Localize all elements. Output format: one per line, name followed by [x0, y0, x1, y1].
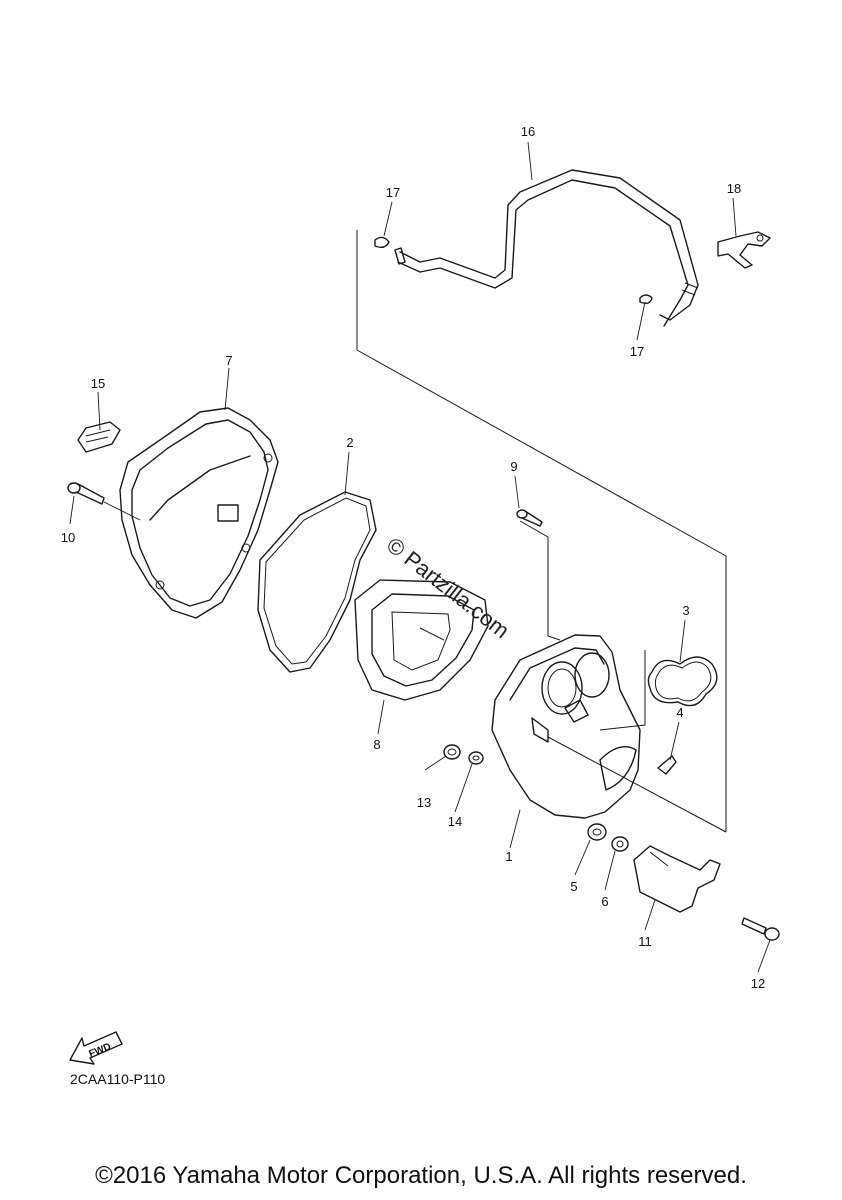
reference-frame	[356, 230, 727, 833]
label-9: 9	[510, 459, 517, 474]
label-17-upper: 17	[386, 185, 400, 200]
part-15-label[interactable]	[77, 421, 121, 453]
part-6-collar[interactable]	[611, 836, 629, 852]
label-10: 10	[61, 530, 75, 545]
part-4-clip[interactable]	[657, 755, 677, 775]
part-18-clamp[interactable]	[717, 231, 771, 269]
label-4: 4	[676, 705, 683, 720]
part-2-gasket[interactable]	[257, 491, 377, 673]
part-17-clip-lower[interactable]	[639, 294, 653, 305]
label-16: 16	[521, 124, 535, 139]
label-12: 12	[751, 976, 765, 991]
label-14: 14	[448, 814, 462, 829]
part-7-outer-cover[interactable]	[119, 407, 279, 619]
part-1-airbox[interactable]	[491, 634, 641, 819]
copyright-notice: ©2016 Yamaha Motor Corporation, U.S.A. A…	[95, 1162, 747, 1189]
part-8-filter-element[interactable]	[354, 579, 489, 701]
label-18: 18	[727, 181, 741, 196]
watermark: © Partzilla.com	[382, 532, 514, 643]
diagram-code: 2CAA110-P110	[70, 1071, 166, 1087]
part-5-grommet[interactable]	[587, 823, 607, 841]
part-10-bolt[interactable]	[67, 482, 141, 521]
label-5: 5	[570, 879, 577, 894]
label-1: 1	[505, 849, 512, 864]
leader-lines	[69, 141, 771, 973]
part-12-bolt[interactable]	[741, 917, 780, 941]
part-16-hose[interactable]	[394, 169, 699, 327]
label-3: 3	[682, 603, 689, 618]
label-8: 8	[373, 737, 380, 752]
part-13-nut[interactable]	[443, 744, 461, 760]
part-14-washer[interactable]	[468, 751, 484, 765]
fwd-arrow-icon: FWD	[69, 1031, 123, 1065]
part-9-screw[interactable]	[516, 509, 543, 527]
part-3-gasket[interactable]	[647, 656, 718, 707]
label-6: 6	[601, 894, 608, 909]
label-7: 7	[225, 353, 232, 368]
fwd-label: FWD	[87, 1041, 112, 1060]
label-15: 15	[91, 376, 105, 391]
label-17-lower: 17	[630, 344, 644, 359]
label-13: 13	[417, 795, 431, 810]
part-11-bracket[interactable]	[633, 845, 721, 913]
part-17-clip-upper[interactable]	[374, 236, 390, 249]
part-number-labels: 16 17 18 17 7 15 2 9 10 3 4 8 13 14 1 5 …	[61, 124, 765, 991]
label-11: 11	[638, 934, 652, 949]
label-2: 2	[346, 435, 353, 450]
